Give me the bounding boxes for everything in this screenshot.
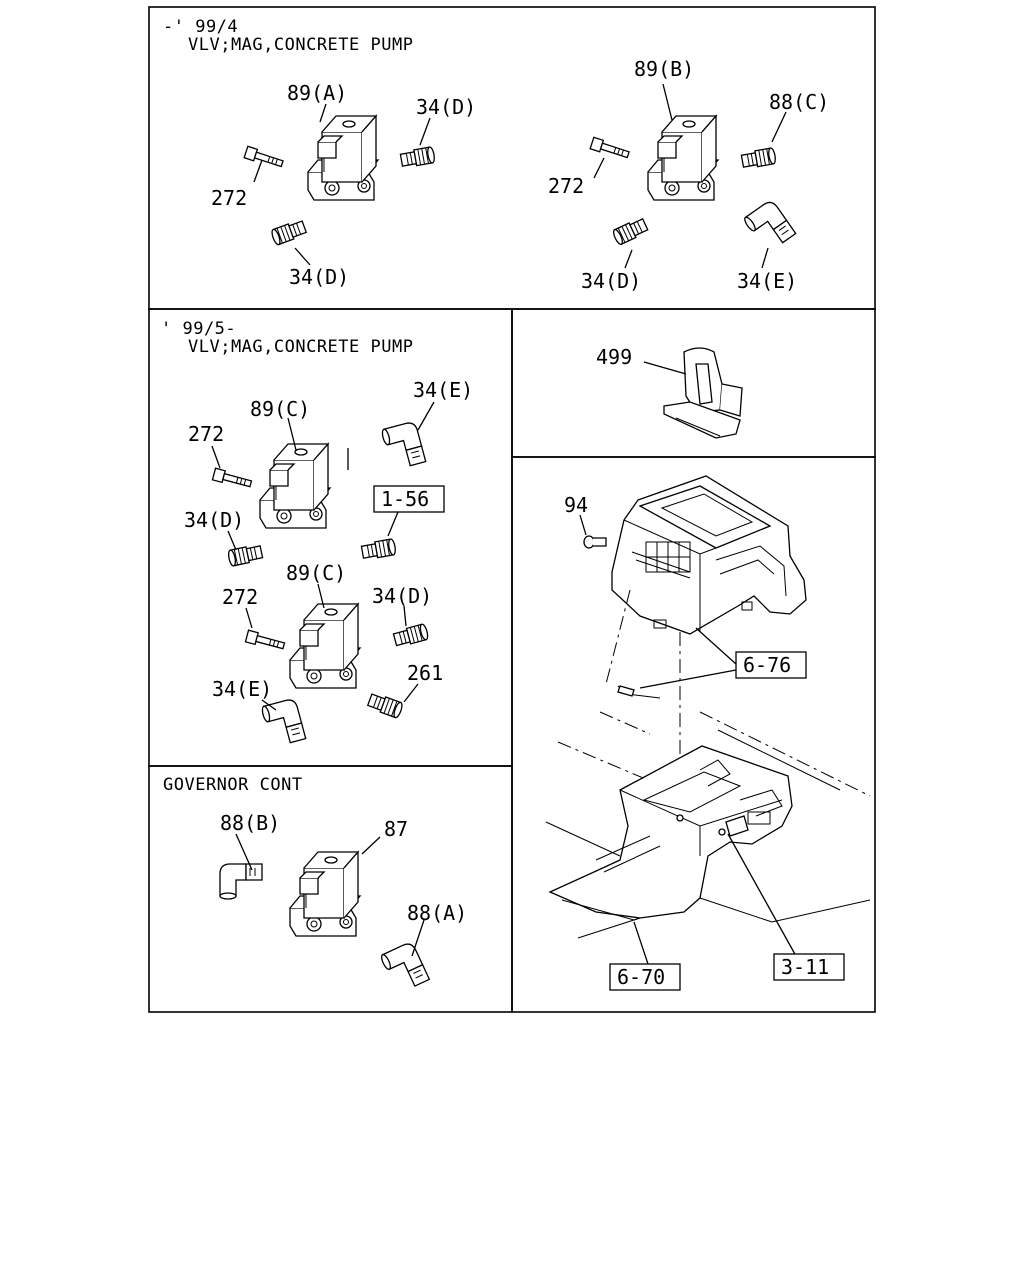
panel-5-frame <box>511 456 876 1013</box>
fitting-34d-d <box>392 622 430 649</box>
ref-6-70[interactable]: 6-70 <box>617 965 665 989</box>
callout-34d-bottom: 34(D) <box>372 584 432 608</box>
callout-94: 94 <box>564 493 588 517</box>
callout-34d-b: 34(D) <box>581 269 641 293</box>
callout-261: 261 <box>407 661 443 685</box>
fitting-34d-a1 <box>399 145 436 169</box>
fitting-34d-c <box>226 543 264 568</box>
callout-89a: 89(A) <box>287 81 347 105</box>
fitting-34d-a2 <box>269 218 308 247</box>
callout-34d-top: 34(D) <box>416 95 476 119</box>
callout-34e: 34(E) <box>737 269 797 293</box>
elbow-34e <box>742 198 797 255</box>
panel-4-title: GOVERNOR CONT <box>163 775 303 795</box>
callout-272: 272 <box>211 186 247 210</box>
fitting-1-56 <box>360 537 397 561</box>
clip-499 <box>663 347 743 439</box>
callout-34d-bottom: 34(D) <box>289 265 349 289</box>
callout-89c-bottom: 89(C) <box>286 561 346 585</box>
callout-88b: 88(B) <box>220 811 280 835</box>
fitting-261 <box>366 691 405 720</box>
callout-34e-bottom: 34(E) <box>212 677 272 701</box>
panel-2-title: VLV;MAG,CONCRETE PUMP <box>188 337 413 357</box>
harness <box>617 685 661 699</box>
valve-89a <box>307 115 379 201</box>
ref-6-76[interactable]: 6-76 <box>743 653 791 677</box>
ref-3-11-box[interactable] <box>773 953 845 981</box>
ref-3-11[interactable]: 3-11 <box>781 955 829 979</box>
floor-tunnel <box>545 711 871 939</box>
panel-2-date: ' 99/5- <box>161 319 236 339</box>
callout-89b: 89(B) <box>634 57 694 81</box>
fitting-88c <box>740 146 777 170</box>
callout-499: 499 <box>596 345 632 369</box>
elbow-34e-bottom <box>260 697 307 749</box>
bolt-272-a <box>243 145 285 171</box>
callout-272-b: 272 <box>548 174 584 198</box>
screw-94 <box>583 535 607 549</box>
panel-1-date: -' 99/4 <box>163 17 238 37</box>
ref-6-70-box[interactable] <box>609 963 681 991</box>
valve-87 <box>289 851 361 937</box>
callout-88c: 88(C) <box>769 90 829 114</box>
callout-272-top: 272 <box>188 422 224 446</box>
callout-87: 87 <box>384 817 408 841</box>
bolt-272-b <box>589 136 631 162</box>
ref-1-56-box[interactable] <box>373 485 445 513</box>
callout-88a: 88(A) <box>407 901 467 925</box>
fitting-34d-b <box>611 216 650 247</box>
bolt-272-c <box>211 467 253 491</box>
bolt-272-d <box>244 629 286 653</box>
callout-272-bottom: 272 <box>222 585 258 609</box>
elbow-88b <box>219 863 263 900</box>
ref-1-56[interactable]: 1-56 <box>381 487 429 511</box>
elbow-88a <box>379 940 431 995</box>
callout-34e-top: 34(E) <box>413 378 473 402</box>
console-cover <box>611 475 807 635</box>
panel-1-title: VLV;MAG,CONCRETE PUMP <box>188 35 413 55</box>
callout-89c-top: 89(C) <box>250 397 310 421</box>
ref-6-76-box[interactable] <box>735 651 807 679</box>
valve-89c-bottom <box>289 603 361 689</box>
valve-89b <box>647 115 719 201</box>
callout-34d-top: 34(D) <box>184 508 244 532</box>
valve-89c-top <box>259 443 331 529</box>
